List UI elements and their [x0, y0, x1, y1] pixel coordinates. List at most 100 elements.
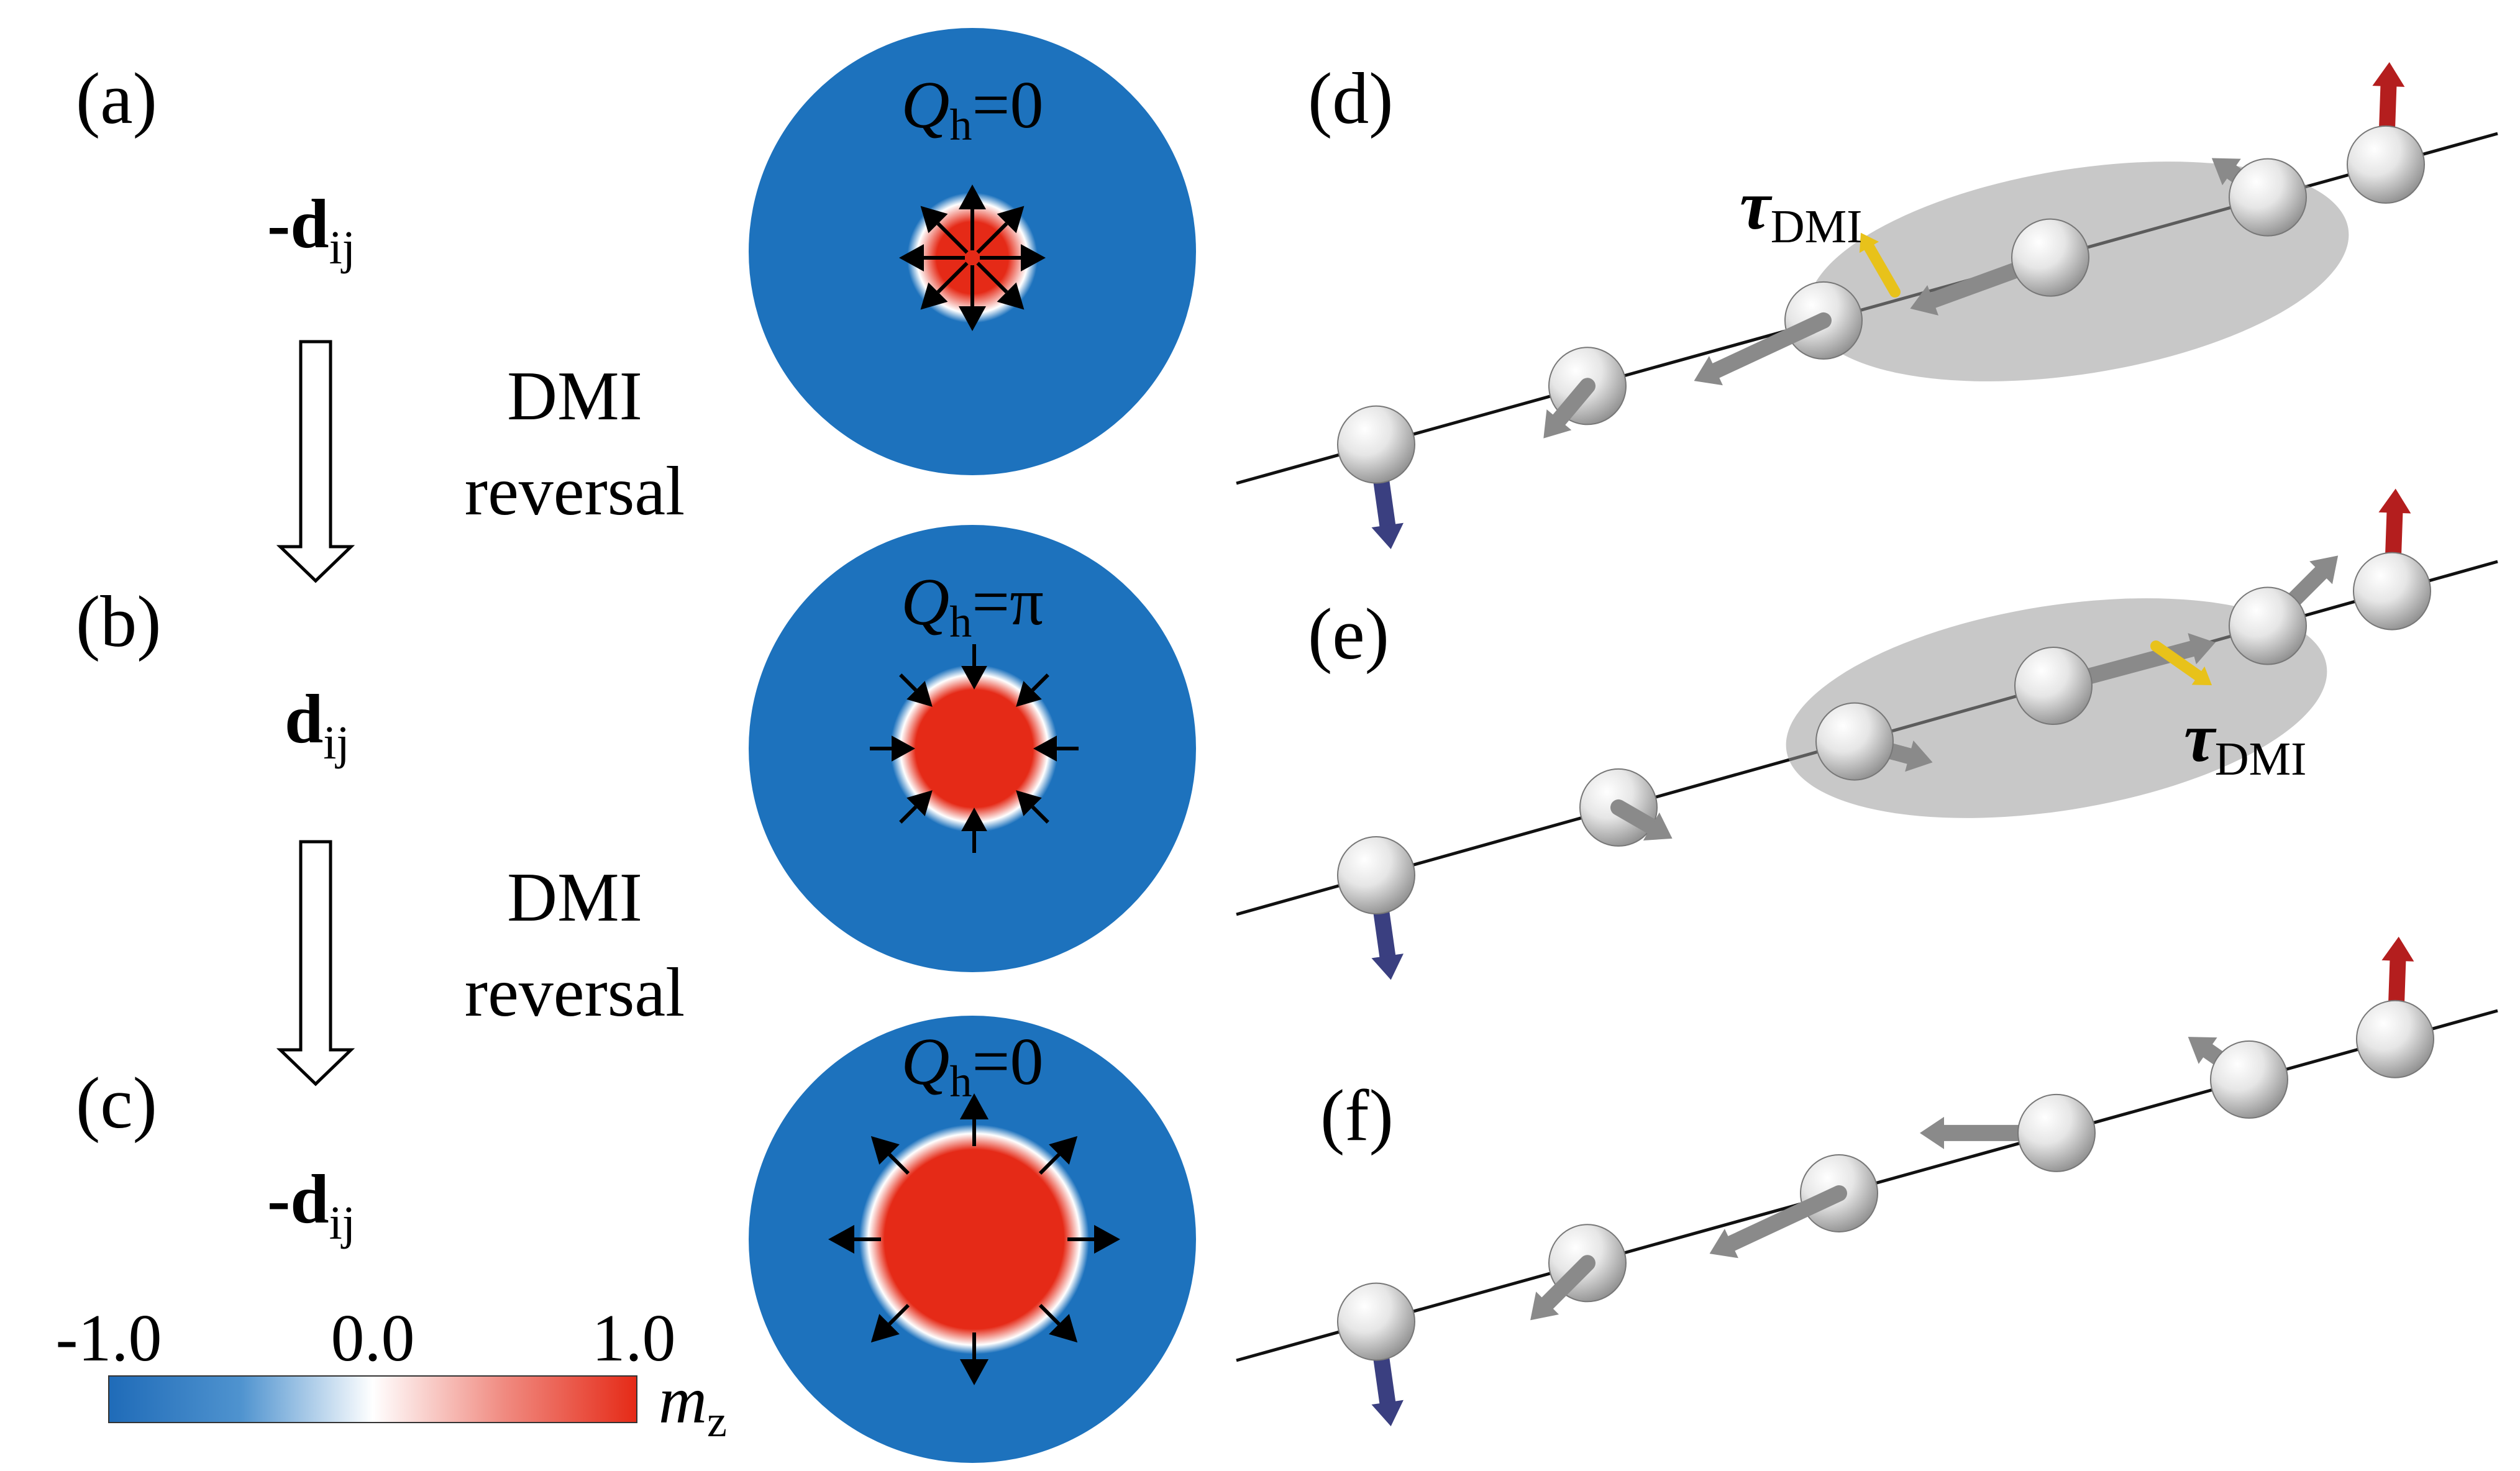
spin-arrow-head — [920, 282, 948, 310]
spin-arrow-shaft — [1031, 805, 1049, 824]
transition-1-line2: reversal — [465, 453, 685, 530]
dmi-vector-a: -dij — [267, 186, 355, 274]
charge-3-sub: h — [950, 1057, 972, 1106]
spin-site — [2017, 1093, 2096, 1172]
spin-rod-head — [1371, 522, 1404, 549]
spin-arrow-head — [1016, 790, 1042, 816]
spin-arrow-head — [892, 736, 915, 762]
spin-rod-shaft — [1707, 312, 1832, 379]
dmi-torque-arrow-head — [1859, 232, 1879, 253]
spin-arrows-outward-large — [828, 1093, 1120, 1385]
charge-1-value: =0 — [972, 68, 1044, 142]
charge-label-3: Qh=0 — [902, 1025, 1044, 1106]
colorbar — [108, 1375, 637, 1423]
charge-2-sub: h — [949, 597, 972, 647]
spin-rod-shaft — [1723, 1185, 1847, 1252]
spin-site — [1337, 836, 1415, 915]
torque-d-sub: DMI — [1771, 201, 1863, 253]
spin-rod-head — [1643, 812, 1673, 840]
spin-site — [2210, 1040, 2288, 1119]
torque-e-sub: DMI — [2215, 733, 2307, 785]
spin-arrow-shaft — [1031, 673, 1049, 692]
spin-site — [1815, 702, 1894, 781]
colorbar-label: mz — [659, 1364, 727, 1446]
torque-e-symbol: τ — [2184, 699, 2217, 776]
charge-3-symbol: Q — [902, 1025, 950, 1099]
dmi-torque-arrow-shaft — [2150, 640, 2204, 681]
spin-rod-head — [1905, 740, 1933, 772]
spin-arrow-head — [997, 206, 1025, 234]
spin-rod-head — [1709, 1229, 1738, 1259]
spin-rod-head — [1543, 409, 1572, 439]
reversal-arrow-1 — [276, 340, 355, 583]
charge-1-sub: h — [950, 100, 972, 150]
spin-site — [2347, 125, 2425, 204]
spin-arrow-head — [906, 790, 933, 816]
spin-arrow-shaft — [936, 222, 969, 254]
spin-site — [1337, 1282, 1415, 1361]
dmi-vector-a-sub: ij — [329, 222, 355, 274]
spin-chain-f — [1236, 936, 2498, 1426]
spin-arrows-inward — [870, 644, 1079, 853]
panel-label-c: (c) — [76, 1062, 157, 1144]
spin-arrow-shaft — [899, 805, 918, 824]
colorbar-label-symbol: m — [659, 1364, 707, 1437]
spin-arrow-shaft — [936, 262, 969, 294]
panel-label-a: (a) — [76, 58, 157, 139]
spin-arrow-head — [959, 1359, 989, 1385]
spin-rod-shaft — [1551, 378, 1596, 428]
spin-rod-head — [2309, 555, 2339, 585]
spin-arrow-head — [1021, 244, 1046, 271]
spin-arrow-head — [899, 244, 924, 271]
spin-arrow-head — [961, 808, 987, 831]
spin-chain-d — [1236, 62, 2498, 549]
transition-2-line2: reversal — [465, 954, 685, 1031]
skyrmion-disk-2 — [749, 525, 1196, 972]
spin-site — [2014, 647, 2093, 726]
spin-arrow-shaft — [888, 1153, 910, 1175]
dmi-torque-arrow-shaft — [1863, 242, 1901, 298]
spin-arrow-head — [997, 282, 1025, 310]
spin-arrow-head — [959, 1093, 989, 1119]
spin-arrow-head — [870, 1314, 900, 1343]
spin-arrow-head — [828, 1224, 854, 1254]
colorbar-tick-mid: 0.0 — [331, 1301, 415, 1375]
dmi-vector-a-sign: - — [267, 186, 290, 263]
dmi-vector-c: -dij — [267, 1161, 355, 1249]
dmi-torque-arrow-head — [2191, 666, 2212, 686]
charge-label-2: Qh=π — [901, 565, 1043, 647]
dmi-vector-c-symbol: d — [290, 1161, 329, 1238]
dmi-vector-b-symbol: d — [285, 681, 323, 758]
spin-rod-head — [1694, 356, 1723, 386]
spin-rod-head — [1371, 1400, 1404, 1426]
spin-site — [2356, 1000, 2434, 1078]
panel-label-e: (e) — [1308, 593, 1389, 675]
spin-arrow-shaft — [976, 222, 1008, 254]
spin-rod-head — [2188, 633, 2216, 665]
transition-1-line1: DMI — [507, 358, 642, 435]
spin-site — [2011, 218, 2089, 297]
charge-3-value: =0 — [972, 1025, 1044, 1099]
spin-rod-head — [2211, 158, 2241, 186]
spin-arrow-head — [959, 306, 986, 331]
colorbar-label-sub: z — [707, 1396, 727, 1446]
spin-arrows-outward-small — [899, 184, 1046, 331]
skyrmion-disk-1 — [749, 28, 1196, 475]
spin-rod-head — [1920, 1116, 1944, 1149]
spin-arrow-shaft — [976, 262, 1008, 294]
dmi-vector-c-sub: ij — [329, 1197, 355, 1249]
spin-arrow-head — [920, 206, 948, 234]
spin-rod-head — [2372, 62, 2405, 87]
spin-site — [2229, 586, 2307, 665]
torque-label-d: τDMI — [1740, 167, 1863, 253]
torque-label-e: τDMI — [2184, 699, 2307, 785]
dmi-vector-c-sign: - — [267, 1161, 290, 1238]
colorbar-tick-low: -1.0 — [56, 1301, 162, 1375]
charge-label-1: Qh=0 — [902, 68, 1044, 150]
spin-arrow-shaft — [1038, 1303, 1061, 1326]
spin-site — [2229, 158, 2307, 237]
spin-arrow-head — [1016, 681, 1042, 707]
spin-rod-shaft — [1610, 799, 1659, 835]
spin-arrow-head — [1094, 1224, 1120, 1254]
